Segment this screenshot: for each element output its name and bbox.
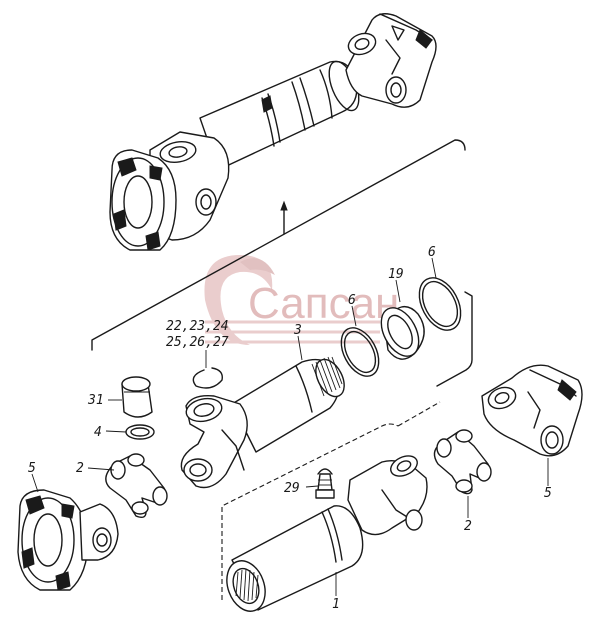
callout-4: 4 (94, 425, 102, 440)
part-1-slip-tube (226, 455, 428, 612)
part-6-ring-left (340, 327, 380, 377)
callout-6-left: 6 (348, 293, 356, 308)
callout-19: 19 (388, 267, 404, 282)
callout-22-23-24: 22,23,24 (166, 319, 229, 334)
callout-29: 29 (284, 481, 300, 496)
part-4-seal (125, 424, 155, 440)
callout-labels: 1 2 2 3 4 5 5 6 6 19 22,23,24 25,26,27 2… (28, 245, 552, 612)
callout-6-right: 6 (428, 245, 436, 260)
part-5-yoke-right (481, 364, 583, 457)
watermark-logo (204, 255, 380, 345)
part-2-cross-left (105, 453, 168, 519)
part-6-ring-right (418, 277, 462, 331)
part-31-bearing-cap (121, 376, 153, 418)
callout-2-right: 2 (464, 519, 472, 534)
part-22-circlip (192, 367, 223, 389)
callout-5-right: 5 (544, 486, 552, 501)
part-19-seal-ring (380, 305, 425, 360)
leader-lines (31, 257, 549, 596)
assembled-driveshaft (109, 13, 437, 251)
watermark-text: Сапсан (248, 279, 399, 328)
part-29-grease-fitting (315, 468, 335, 499)
callout-2-left: 2 (76, 461, 84, 476)
callout-1: 1 (332, 597, 340, 612)
callout-3: 3 (293, 323, 302, 338)
callout-31: 31 (87, 393, 104, 408)
part-3-splined-yoke (180, 356, 345, 489)
callout-5-left: 5 (28, 461, 36, 476)
part-2-cross-right (433, 429, 492, 495)
exploded-frame (91, 139, 473, 600)
callout-25-26-27: 25,26,27 (166, 335, 229, 350)
part-5-flange-yoke-left (17, 489, 119, 591)
